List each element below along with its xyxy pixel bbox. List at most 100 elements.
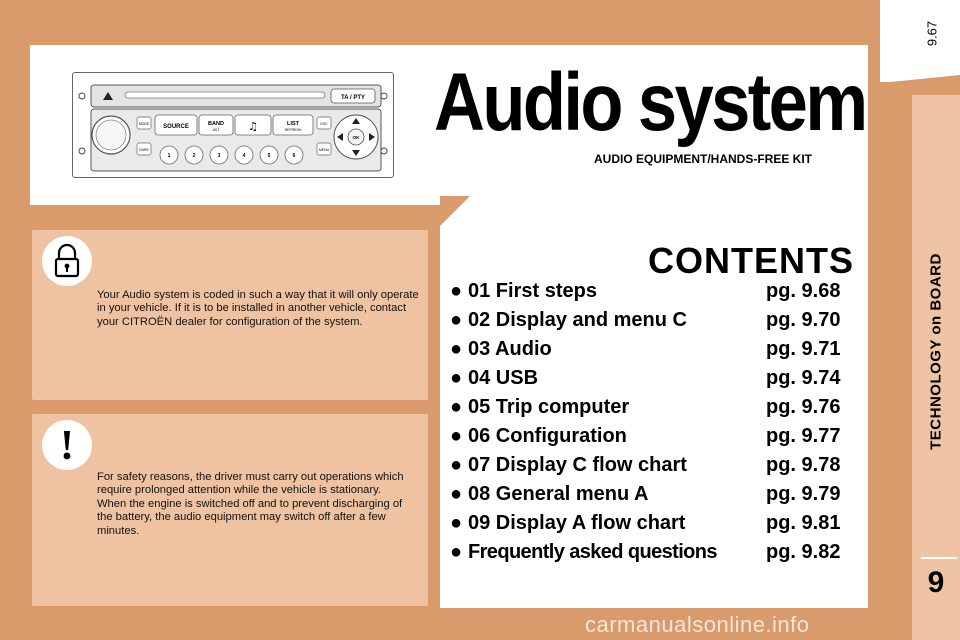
bullet-icon: ● [450,541,463,563]
bullet-icon: ● [450,309,463,331]
padlock-icon-svg [54,243,80,278]
toc-item[interactable]: ● 09 Display A flow chart pg. 9.81 [450,512,860,540]
preset-button [234,145,254,165]
preset-label: 2 [193,153,196,159]
toc-item-page: pg. 9.82 [766,541,841,563]
radio-illustration: TA / PTY MODE DARK SOURCE BAND AST ♫ LIS… [72,72,394,178]
preset-button [209,145,229,165]
toc-item[interactable]: ● 08 General menu A pg. 9.79 [450,483,860,511]
safety-notice-paragraph-2: When the engine is switched off and to p… [97,497,403,537]
ok-button [347,128,365,146]
bullet-icon: ● [450,338,463,360]
toc-item-label: 03 Audio [468,338,552,360]
toc-item[interactable]: ● 07 Display C flow chart pg. 9.78 [450,454,860,482]
bullet-icon: ● [450,483,463,505]
mode-label: MODE [139,122,150,126]
list-sub-label: REFRESH [285,128,302,132]
menu-label: MENU [319,148,330,152]
chapter-title: TECHNOLOGY on BOARD [927,253,945,450]
contents-panel: CONTENTS ● 01 First steps pg. 9.68 ● 02 … [440,196,868,608]
preset-button [259,145,279,165]
preset-label: 6 [293,153,296,159]
ta-pty-label: TA / PTY [341,95,365,101]
toc-item-page: pg. 9.81 [766,512,841,534]
toc-item[interactable]: ● 06 Configuration pg. 9.77 [450,425,860,453]
bullet-icon: ● [450,367,463,389]
bullet-icon: ● [450,396,463,418]
safety-notice-text: For safety reasons, the driver must carr… [97,471,419,538]
toc-item[interactable]: ● 03 Audio pg. 9.71 [450,338,860,366]
screw-icon [380,147,388,155]
screw-icon [78,147,86,155]
watermark: carmanualsonline.info [585,612,810,637]
esc-label: ESC [320,122,328,126]
bullet-icon: ● [450,512,463,534]
cd-slot [124,91,326,99]
bullet-icon: ● [450,454,463,476]
security-notice-text: Your Audio system is coded in such a way… [97,289,419,328]
toc-item-page: pg. 9.68 [766,280,841,302]
menu-button [316,142,332,156]
safety-notice-paragraph-1: For safety reasons, the driver must carr… [97,471,404,497]
toc-item[interactable]: ● 04 USB pg. 9.74 [450,367,860,395]
preset-label: 5 [268,153,271,159]
list-button [272,114,314,136]
arrow-left-icon [337,133,343,141]
toc-item-label: 02 Display and menu C [468,309,687,331]
toc-item[interactable]: ● 05 Trip computer pg. 9.76 [450,396,860,424]
toc-item-label: 05 Trip computer [468,396,630,418]
toc-item-page: pg. 9.78 [766,454,841,476]
dark-button [136,142,152,156]
toc-item[interactable]: ● Frequently asked questions pg. 9.82 [450,541,860,569]
bullet-icon: ● [450,425,463,447]
toc-item-label: 09 Display A flow chart [468,512,686,534]
preset-button [184,145,204,165]
dark-label: DARK [139,148,149,152]
band-label: BAND [208,121,224,127]
ok-label: OK [353,135,361,140]
esc-button [316,116,332,130]
toc-item-label: 07 Display C flow chart [468,454,687,476]
page-subtitle: AUDIO EQUIPMENT/HANDS-FREE KIT [594,152,813,166]
padlock-icon [42,236,92,286]
security-notice: Your Audio system is coded in such a way… [32,230,428,400]
toc-item[interactable]: ● 02 Display and menu C pg. 9.70 [450,309,860,337]
radio-faceplate-drawing: TA / PTY MODE DARK SOURCE BAND AST ♫ LIS… [78,84,388,172]
page-title: Audio system [434,57,868,148]
source-label: SOURCE [163,124,189,130]
toc-item-page: pg. 9.76 [766,396,841,418]
band-sub-label: AST [213,128,221,132]
toc-item-label: 06 Configuration [468,425,627,447]
preset-label: 4 [243,153,246,159]
mode-button [136,116,152,130]
toc-item-page: pg. 9.70 [766,309,841,331]
chapter-divider [921,557,957,559]
arrow-up-icon [352,118,360,124]
toc-item-label: 01 First steps [468,280,597,302]
toc-item[interactable]: ● 01 First steps pg. 9.68 [450,280,860,308]
source-button [154,114,198,136]
preset-label: 1 [168,153,171,159]
preset-label: 3 [218,153,221,159]
screw-icon [78,92,86,100]
warning-icon: ! [42,420,92,470]
toc-item-label: 04 USB [468,367,539,389]
arrow-down-icon [352,150,360,156]
bullet-icon: ● [450,280,463,302]
safety-notice: ! For safety reasons, the driver must ca… [32,414,428,606]
toc-item-label: Frequently asked questions [468,541,718,563]
page-number-tab [880,0,960,83]
volume-knob-inner [95,119,127,151]
preset-button [284,145,304,165]
preset-buttons: 1 2 3 4 5 6 [159,145,304,165]
music-note-icon: ♫ [248,120,258,133]
list-label: LIST [287,121,300,127]
toc-item-page: pg. 9.77 [766,425,841,447]
toc-item-page: pg. 9.71 [766,338,841,360]
chapter-number: 9 [927,566,945,599]
toc-item-label: 08 General menu A [468,483,649,505]
contents-title: CONTENTS [648,240,854,281]
toc-item-page: pg. 9.79 [766,483,841,505]
ta-pty-button [330,88,376,104]
eject-icon [103,92,113,100]
